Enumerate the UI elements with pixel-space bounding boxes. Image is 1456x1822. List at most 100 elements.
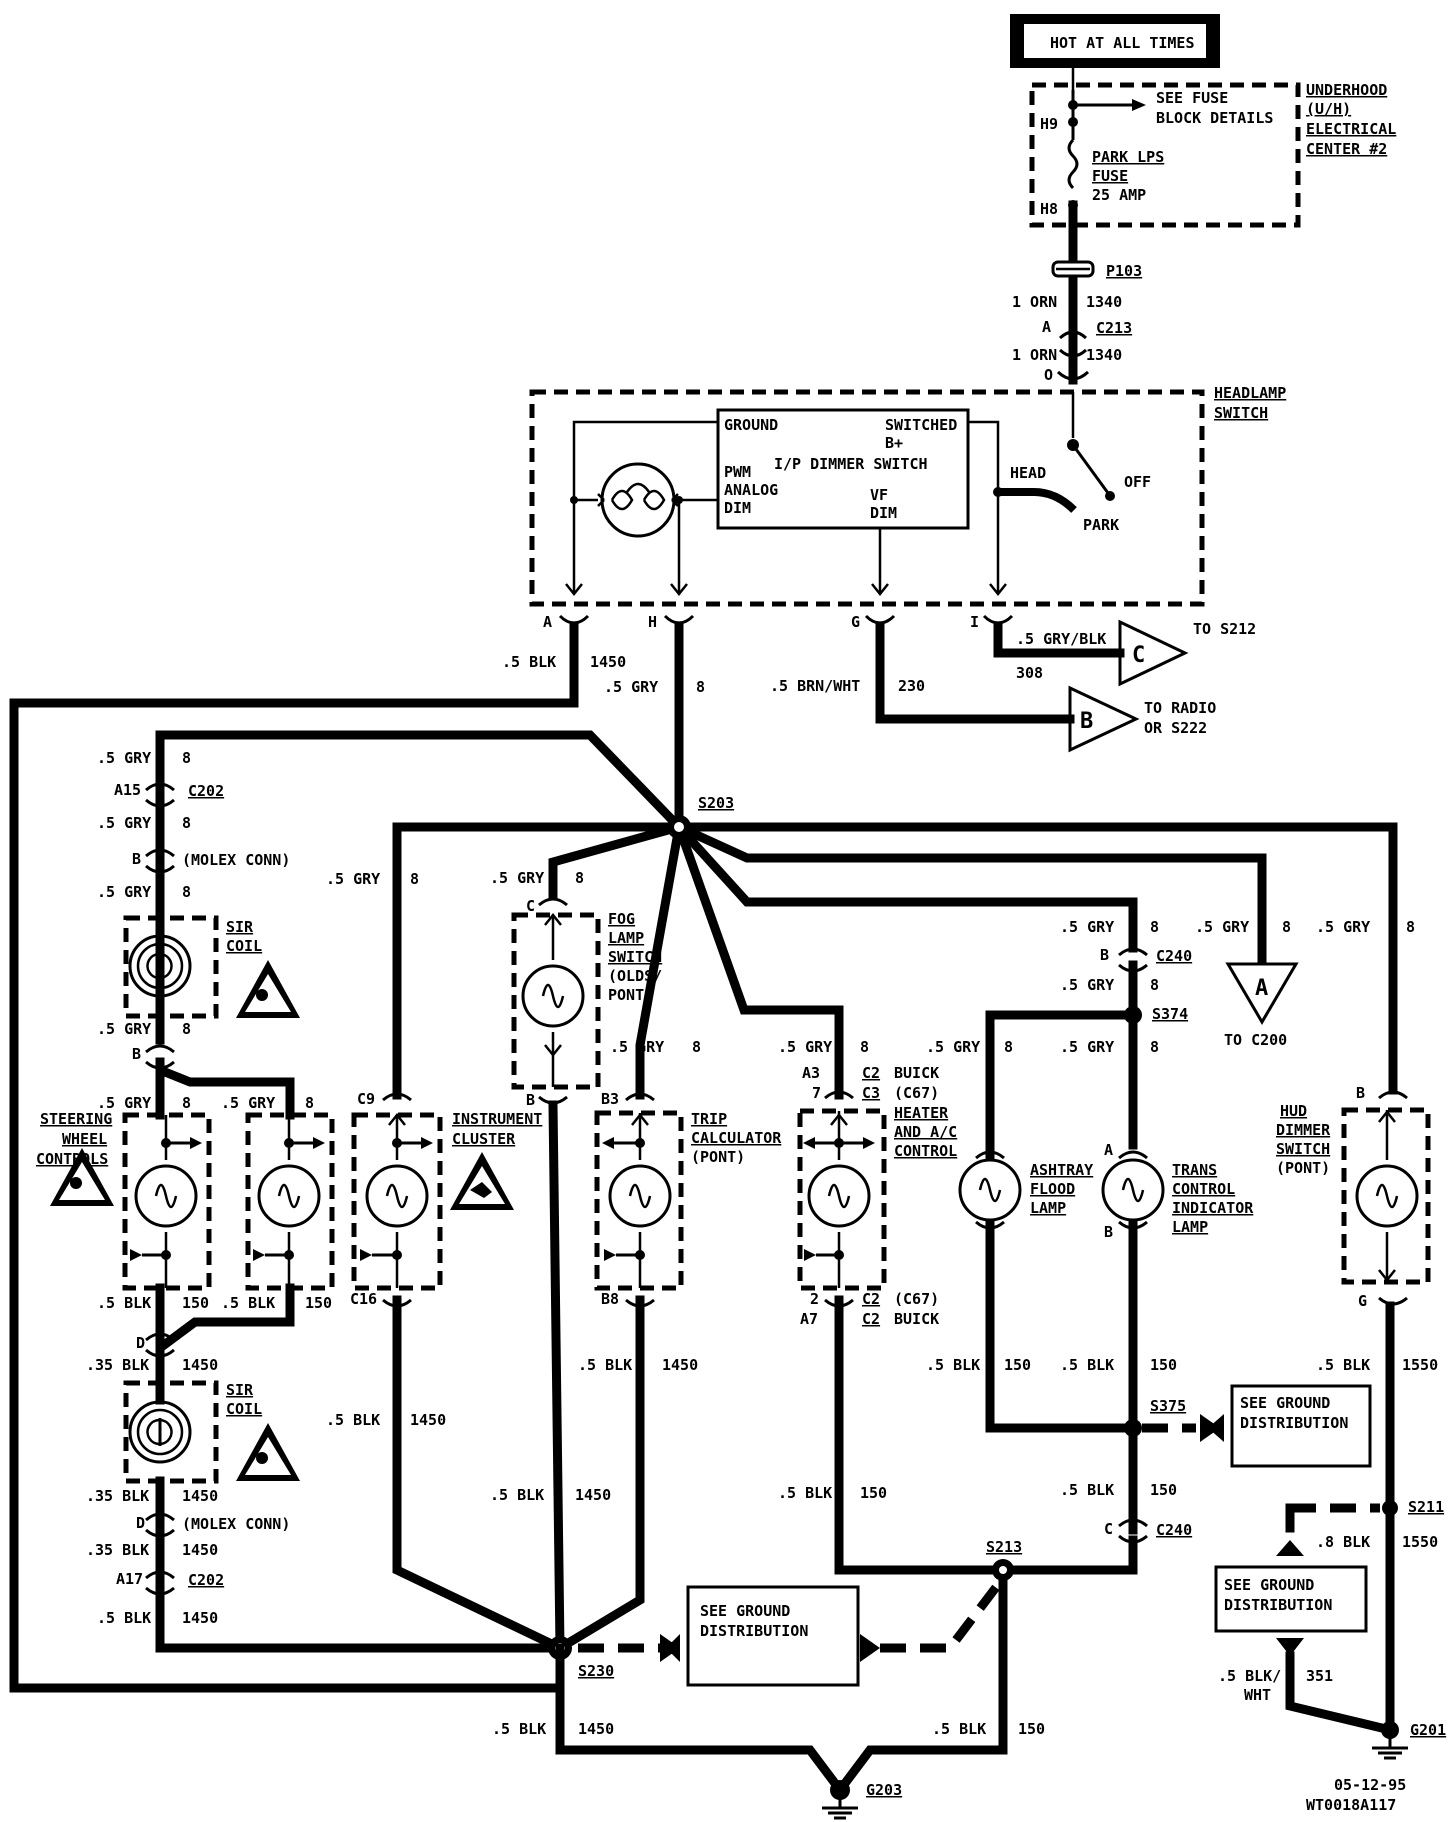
trip-calculator	[594, 1110, 684, 1291]
svg-text:O: O	[1044, 366, 1053, 384]
svg-text:1450: 1450	[662, 1356, 698, 1374]
svg-text:150: 150	[860, 1484, 887, 1502]
ref-a-triangle	[1225, 962, 1299, 1025]
svg-text:D: D	[136, 1334, 145, 1352]
svg-text:C2: C2	[862, 1064, 880, 1082]
svg-text:C9: C9	[357, 1090, 375, 1108]
svg-text:150: 150	[305, 1294, 332, 1312]
svg-text:DIM: DIM	[870, 504, 897, 522]
svg-text:(MOLEX CONN): (MOLEX CONN)	[182, 1515, 290, 1533]
wire-1450-trip	[553, 1295, 645, 1655]
svg-text:1 ORN: 1 ORN	[1012, 293, 1057, 311]
svg-text:1 ORN: 1 ORN	[1012, 346, 1057, 364]
ip-dimmer-switch	[716, 408, 970, 530]
svg-text:1450: 1450	[182, 1609, 218, 1627]
svg-text:TRIP: TRIP	[691, 1110, 727, 1128]
ref-c-triangle	[1118, 619, 1189, 687]
svg-text:SIR: SIR	[226, 1381, 254, 1399]
svg-text:B: B	[132, 1045, 141, 1063]
wire-150-s213	[998, 1535, 1138, 1575]
svg-text:C16: C16	[350, 1290, 377, 1308]
svg-text:C202: C202	[188, 782, 224, 800]
svg-text:1450: 1450	[182, 1356, 218, 1374]
hot-at-all-times-box: HOT AT ALL TIMES	[1010, 14, 1220, 68]
svg-text:150: 150	[182, 1294, 209, 1312]
svg-text:B: B	[132, 850, 141, 868]
svg-text:B: B	[1100, 946, 1109, 964]
svg-text:HEADLAMP: HEADLAMP	[1214, 384, 1286, 402]
diagram-code: WT0018A117	[1306, 1796, 1396, 1814]
g201-ground	[1381, 1721, 1399, 1739]
svg-text:.5 GRY: .5 GRY	[97, 814, 151, 832]
airbag-warning-icon-1	[236, 960, 300, 1018]
svg-text:.5 GRY: .5 GRY	[1195, 918, 1249, 936]
svg-text:.5 GRY: .5 GRY	[1060, 918, 1114, 936]
svg-text:150: 150	[1004, 1356, 1031, 1374]
svg-text:.35 BLK: .35 BLK	[86, 1541, 149, 1559]
s375-splice	[1124, 1419, 1142, 1437]
svg-text:8: 8	[575, 869, 584, 887]
svg-text:UNDERHOOD: UNDERHOOD	[1306, 81, 1387, 99]
wire-150-g203	[833, 1565, 1008, 1797]
svg-text:OFF: OFF	[1124, 473, 1151, 491]
dimmer-lamp-icon	[600, 462, 676, 538]
svg-text:8: 8	[182, 883, 191, 901]
svg-text:.5 BLK: .5 BLK	[97, 1609, 151, 1627]
instrument-cluster	[351, 1112, 443, 1291]
svg-text:B8: B8	[601, 1290, 619, 1308]
svg-text:C240: C240	[1156, 1521, 1192, 1539]
svg-text:.5 GRY: .5 GRY	[1060, 976, 1114, 994]
svg-text:SIR: SIR	[226, 918, 254, 936]
svg-text:OR S222: OR S222	[1144, 719, 1207, 737]
svg-text:S374: S374	[1152, 1005, 1188, 1023]
svg-text:8: 8	[1150, 976, 1159, 994]
ground-symbol-g203	[822, 1798, 858, 1820]
svg-text:GROUND: GROUND	[724, 416, 778, 434]
svg-text:.5 GRY: .5 GRY	[97, 1094, 151, 1112]
svg-text:1340: 1340	[1086, 346, 1122, 364]
svg-text:.35 BLK: .35 BLK	[86, 1356, 149, 1374]
svg-text:(PONT): (PONT)	[1276, 1159, 1330, 1177]
wire-1450-fog	[548, 1100, 565, 1653]
svg-text:A3: A3	[802, 1064, 820, 1082]
svg-text:.5 GRY: .5 GRY	[221, 1094, 275, 1112]
esd-warning-icon	[450, 1152, 514, 1210]
svg-text:VF: VF	[870, 486, 888, 504]
svg-text:WHT: WHT	[1244, 1686, 1271, 1704]
svg-text:.8 BLK: .8 BLK	[1316, 1533, 1370, 1551]
svg-text:.5 GRY: .5 GRY	[326, 870, 380, 888]
svg-text:TO RADIO: TO RADIO	[1144, 699, 1216, 717]
svg-text:C: C	[526, 897, 535, 915]
svg-text:1550: 1550	[1402, 1533, 1438, 1551]
svg-text:.5 BLK: .5 BLK	[778, 1484, 832, 1502]
wire-8-ref-a	[673, 821, 1267, 965]
svg-text:1450: 1450	[575, 1486, 611, 1504]
wire-8-hud	[674, 822, 1398, 1095]
svg-text:DISTRIBUTION: DISTRIBUTION	[1240, 1414, 1348, 1432]
hot-label: HOT AT ALL TIMES	[1050, 34, 1195, 52]
svg-text:A17: A17	[116, 1570, 143, 1588]
svg-text:D: D	[136, 1514, 145, 1532]
svg-text:LAMP: LAMP	[1172, 1218, 1208, 1236]
wire-8-hvac	[673, 821, 844, 1100]
svg-text:C202: C202	[188, 1571, 224, 1589]
svg-text:8: 8	[182, 814, 191, 832]
svg-text:COIL: COIL	[226, 1400, 262, 1418]
diagram-date: 05-12-95	[1334, 1776, 1406, 1794]
svg-text:DIMMER: DIMMER	[1276, 1121, 1331, 1139]
wire-230	[875, 621, 1075, 724]
svg-text:INDICATOR: INDICATOR	[1172, 1199, 1254, 1217]
svg-text:A: A	[543, 613, 552, 631]
svg-text:8: 8	[410, 870, 419, 888]
sir-coil-1	[123, 915, 219, 1019]
svg-text:FLOOD: FLOOD	[1030, 1180, 1075, 1198]
underhood-center-box	[1029, 82, 1301, 228]
svg-text:2: 2	[810, 1290, 819, 1308]
c213-connector	[1058, 330, 1088, 340]
c202-a15-connector	[145, 782, 175, 808]
svg-text:.5 BLK: .5 BLK	[1316, 1356, 1370, 1374]
svg-text:8: 8	[1406, 918, 1415, 936]
svg-text:B: B	[526, 1091, 535, 1109]
svg-text:DISTRIBUTION: DISTRIBUTION	[700, 1622, 808, 1640]
svg-text:8: 8	[1150, 1038, 1159, 1056]
